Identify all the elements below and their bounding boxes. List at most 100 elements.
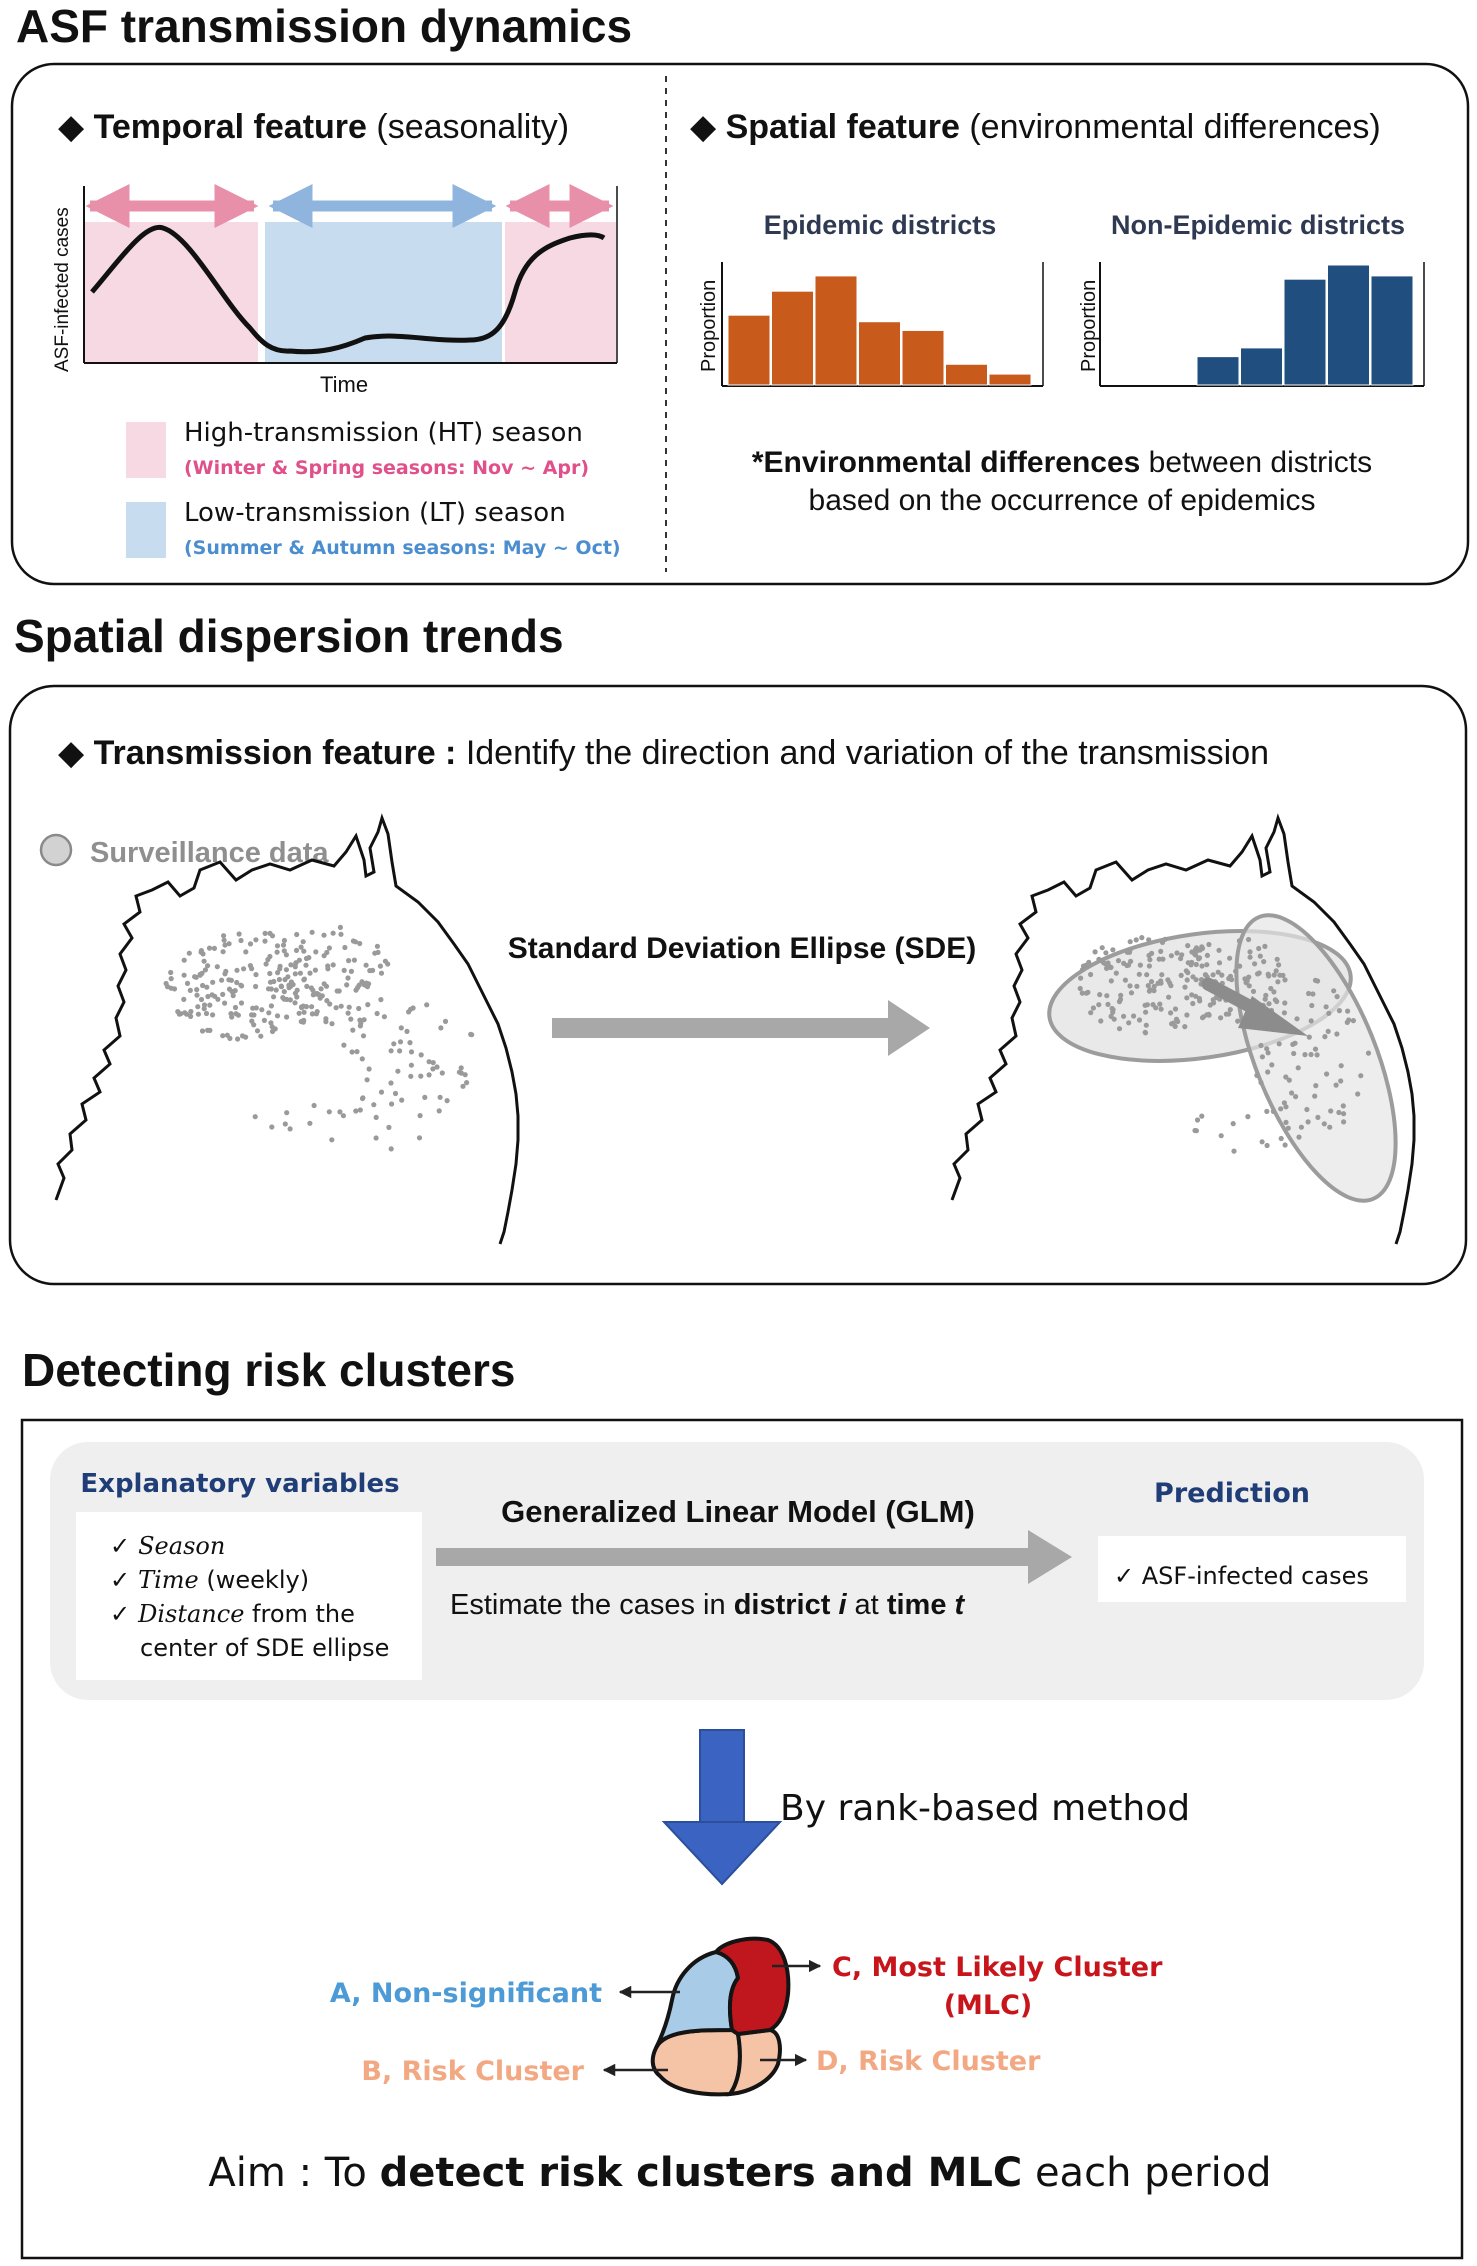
cluster-d-region [725, 2027, 782, 2097]
right-map-point-244 [1309, 1002, 1315, 1009]
left-map-point-119 [273, 987, 279, 993]
left-map-point-225 [312, 967, 318, 973]
left-map-point-304 [436, 1108, 442, 1114]
left-map-point-333 [340, 1113, 346, 1119]
right-map-point-31 [1097, 992, 1103, 998]
glm-arrow [436, 1530, 1072, 1584]
left-map-point-241 [323, 1019, 329, 1025]
right-map-point-284 [1365, 1050, 1372, 1056]
left-map-point-4 [203, 1010, 210, 1017]
left-map-point-335 [416, 1135, 423, 1141]
epidemic-bar-5 [901, 329, 945, 386]
left-map-point-194 [313, 949, 319, 955]
left-map-point-267 [378, 1089, 385, 1095]
left-map-point-185 [281, 996, 287, 1002]
left-map-point-213 [303, 962, 309, 968]
left-map-point-293 [460, 1083, 466, 1089]
right-map-point-229 [1223, 1011, 1229, 1017]
right-map-point-180 [1250, 988, 1257, 995]
left-map-point-301 [430, 1066, 436, 1072]
epidemic-chart-ylabel: Proportion [698, 280, 720, 372]
right-map-point-225 [1226, 975, 1232, 982]
right-map-point-83 [1146, 937, 1152, 943]
lt-legend-swatch [126, 502, 166, 558]
right-map-point-15 [1136, 971, 1142, 977]
left-map-point-34 [258, 1033, 264, 1039]
right-map-point-33 [1085, 989, 1091, 995]
right-map-point-270 [1350, 1018, 1356, 1024]
left-map-point-135 [265, 986, 272, 992]
right-map-point-146 [1105, 1001, 1111, 1008]
right-map-point-144 [1147, 987, 1153, 993]
left-map-point-279 [381, 1014, 387, 1020]
right-map-point-115 [1117, 996, 1124, 1003]
right-map-point-29 [1151, 983, 1157, 990]
right-map-point-149 [1096, 956, 1102, 962]
right-map-point-18 [1142, 1030, 1149, 1036]
right-map-point-206 [1197, 947, 1203, 953]
left-map-point-112 [204, 984, 210, 990]
left-map-point-324 [357, 1107, 363, 1113]
right-map-point-111 [1127, 983, 1133, 989]
left-map-point-53 [259, 1007, 265, 1013]
right-map-point-267 [1306, 990, 1312, 997]
right-map-point-145 [1146, 963, 1152, 969]
right-map-point-101 [1115, 958, 1122, 964]
left-map-point-336 [373, 1114, 379, 1120]
right-map-point-200 [1189, 959, 1195, 966]
right-map-point-258 [1291, 1050, 1297, 1057]
left-map-point-43 [206, 945, 213, 951]
right-map-point-271 [1326, 1010, 1332, 1016]
right-map-point-274 [1283, 1104, 1289, 1110]
cluster-c-label-line2: (MLC) [944, 1990, 1033, 2021]
left-map-point-94 [284, 1014, 290, 1020]
left-map-point-313 [426, 1072, 432, 1078]
left-map-point-85 [274, 943, 281, 949]
epidemic-bar-7 [988, 373, 1032, 386]
left-map-point-329 [307, 1120, 313, 1126]
left-map-point-216 [296, 957, 302, 963]
right-map-point-269 [1285, 1125, 1291, 1131]
cluster-d-label: D, Risk Cluster [816, 2046, 1041, 2077]
right-map-point-85 [1124, 949, 1130, 955]
left-map-point-320 [361, 1017, 367, 1023]
section-title-dispersion: Spatial dispersion trends [14, 610, 564, 662]
left-map-point-238 [306, 955, 312, 961]
right-map-point-217 [1276, 962, 1282, 968]
right-map-point-234 [1264, 1108, 1270, 1114]
left-map-point-317 [462, 1072, 468, 1078]
lt-legend-detail: (Summer & Autumn seasons: May ~ Oct) [184, 537, 621, 559]
left-map-point-60 [188, 1008, 194, 1015]
left-map-point-147 [205, 993, 211, 1000]
map-sde-ellipses [950, 813, 1416, 1245]
left-map-point-166 [219, 977, 225, 983]
right-map-point-309 [1259, 1139, 1265, 1145]
left-map-point-99 [229, 1014, 235, 1020]
right-map-point-263 [1274, 998, 1280, 1005]
left-map-point-116 [281, 937, 287, 944]
right-map-point-98 [1215, 969, 1221, 975]
right-map-point-25 [1160, 956, 1166, 962]
left-map-point-226 [338, 1003, 344, 1009]
right-map-point-232 [1331, 988, 1337, 994]
right-map-point-74 [1168, 1010, 1174, 1016]
right-map-point-120 [1144, 972, 1150, 978]
right-map-point-306 [1296, 1134, 1302, 1140]
left-map-point-282 [468, 1031, 474, 1037]
epidemic-bar-6 [945, 363, 988, 386]
right-map-point-118 [1175, 1018, 1181, 1025]
right-map-point-148 [1116, 1026, 1123, 1032]
right-map-point-62 [1139, 935, 1145, 941]
left-map-point-229 [300, 939, 306, 945]
right-map-point-252 [1323, 1004, 1329, 1010]
left-map-point-21 [201, 1006, 207, 1012]
left-map-point-291 [397, 1048, 403, 1054]
left-map-point-310 [395, 1068, 401, 1074]
left-map-point-144 [247, 941, 254, 947]
right-map-point-223 [1178, 972, 1184, 979]
cluster-a-label: A, Non-significant [330, 1978, 602, 2009]
cluster-diagram [650, 1936, 791, 2097]
right-map-point-245 [1308, 1018, 1314, 1024]
right-map-point-175 [1271, 989, 1277, 995]
right-map-point-126 [1168, 953, 1174, 959]
